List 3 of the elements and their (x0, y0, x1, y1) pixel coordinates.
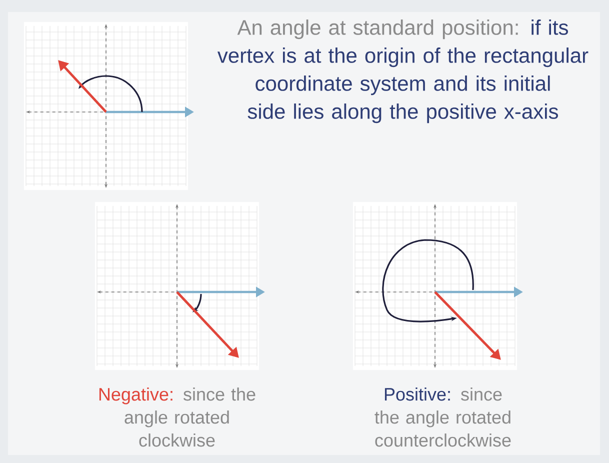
caption-text: Positive: since the angle rotated counterclockwise (374, 388, 511, 447)
definition-text: An angle at standard position: if its vertex is at the origin of the rectangular coordinate system and its initial side lies along the positive x-axis (218, 20, 588, 124)
caption-text: Negative: since the angle rotated clockwise (99, 388, 256, 447)
